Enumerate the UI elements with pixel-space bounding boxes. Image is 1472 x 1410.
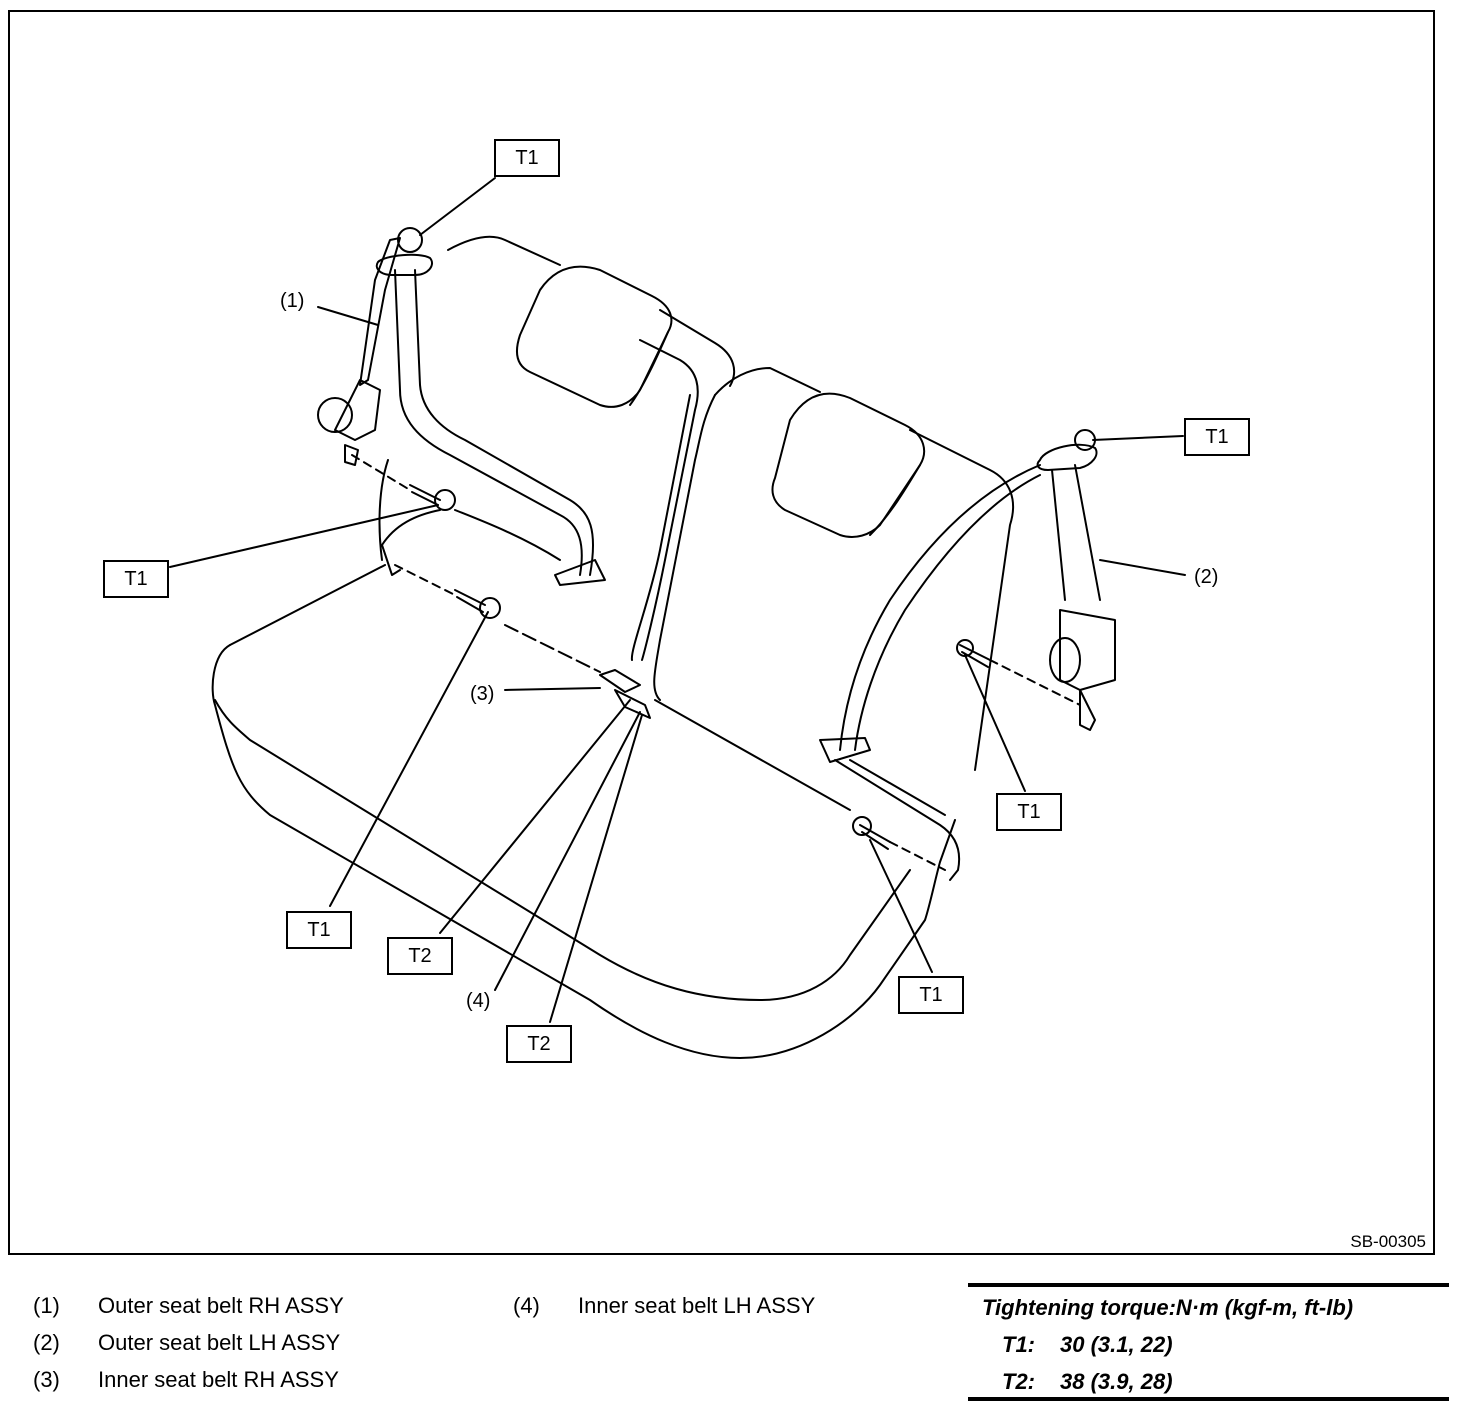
leader-t1-right-top	[1092, 435, 1184, 441]
right-headrest	[771, 392, 926, 538]
legend-text: Outer seat belt LH ASSY	[98, 1330, 341, 1355]
cushion-center-seam	[454, 509, 561, 561]
leader-t1-left	[169, 504, 439, 568]
leader-c4	[494, 711, 641, 991]
belt-lh-retractor-strap	[1051, 464, 1101, 601]
bolt-3	[959, 644, 991, 668]
legend-text: Outer seat belt RH ASSY	[98, 1293, 344, 1318]
torque-label-t1: T1	[898, 976, 964, 1014]
leader-c2	[1099, 559, 1186, 576]
cushion-top-center	[654, 699, 851, 811]
diagram-frame	[8, 10, 1435, 1255]
figure-id: SB-00305	[1350, 1232, 1426, 1251]
torque-label-t2: T2	[387, 937, 453, 975]
torque-label-t1: T1	[286, 911, 352, 949]
callout-3: (3)	[470, 683, 495, 705]
legend-item: (3) Inner seat belt RH ASSY	[33, 1367, 339, 1393]
belt-rh-guide	[375, 253, 434, 276]
seat-cushion-edge	[214, 699, 911, 1001]
retractor-lh	[1059, 609, 1116, 691]
torque-label-t1: T1	[996, 793, 1062, 831]
dash-line-rh-1	[351, 454, 411, 491]
belt-lh-webbing	[839, 464, 1041, 751]
belt-lh-guide	[1036, 443, 1098, 471]
dash-line-mid	[394, 564, 456, 596]
callout-2: (2)	[1194, 566, 1219, 588]
torque-row: T2: 38 (3.9, 28)	[1002, 1369, 1173, 1395]
belt-lh-lower	[819, 737, 871, 763]
torque-value: 30 (3.1, 22)	[1060, 1332, 1173, 1357]
left-headrest	[516, 265, 673, 408]
leader-c3	[504, 687, 601, 691]
bolt-1-head	[434, 489, 456, 511]
center-divider-inner	[630, 394, 691, 661]
left-seatback	[447, 235, 736, 387]
bracket-mid	[381, 509, 441, 576]
legend-number: (3)	[33, 1367, 60, 1392]
bolt-4	[859, 824, 891, 850]
retractor-rh	[334, 379, 381, 441]
leader-t1-right-mid	[964, 654, 1026, 792]
belt-lh-end	[834, 759, 960, 881]
callout-1: (1)	[280, 290, 305, 312]
leader-t1-top	[419, 177, 496, 236]
left-seatback-side	[378, 459, 389, 561]
legend-number: (4)	[513, 1293, 540, 1318]
torque-value: 38 (3.9, 28)	[1060, 1369, 1173, 1394]
legend-item: (1) Outer seat belt RH ASSY	[33, 1293, 344, 1319]
legend-number: (1)	[33, 1293, 60, 1318]
right-seatback	[714, 367, 1015, 771]
buckle-rh	[599, 669, 641, 693]
torque-label-t2: T2	[506, 1025, 572, 1063]
leader-t2-lower	[549, 714, 643, 1023]
bolt-2-head	[479, 597, 501, 619]
anchor-rh-upper	[397, 227, 423, 253]
legend-text: Inner seat belt RH ASSY	[98, 1367, 339, 1392]
retractor-lh-drum	[1049, 637, 1081, 683]
buckle-lh	[614, 689, 651, 719]
leader-t2-upper	[439, 699, 631, 934]
belt-rh-webbing	[394, 269, 594, 576]
torque-code: T1:	[1002, 1332, 1035, 1357]
legend-item: (2) Outer seat belt LH ASSY	[33, 1330, 340, 1356]
dash-line-bolt4	[889, 841, 946, 871]
torque-label-t1: T1	[103, 560, 169, 598]
torque-label-t1: T1	[494, 139, 560, 177]
callout-4: (4)	[466, 990, 491, 1012]
torque-code: T2:	[1002, 1369, 1035, 1394]
retractor-lh-bracket	[1079, 689, 1096, 731]
retractor-rh-bracket	[359, 237, 401, 386]
belt-rh-lower-anchor	[554, 559, 606, 586]
torque-title: Tightening torque:N·m (kgf-m, ft-lb)	[982, 1295, 1354, 1320]
right-headrest-side	[869, 464, 921, 536]
torque-label-t1: T1	[1184, 418, 1250, 456]
torque-row: T1: 30 (3.1, 22)	[1002, 1332, 1173, 1358]
bolt-2	[454, 589, 486, 613]
retractor-rh-drum	[317, 397, 353, 433]
leader-c1	[317, 306, 379, 326]
cushion-top-left	[229, 564, 386, 646]
right-seatback-left-edge	[653, 394, 716, 701]
dash-line-lh	[989, 659, 1081, 706]
torque-table: Tightening torque:N·m (kgf-m, ft-lb) T1:…	[968, 1283, 1449, 1401]
dash-line-buckle	[504, 624, 601, 673]
seat-cushion	[211, 644, 956, 1059]
legend-text: Inner seat belt LH ASSY	[578, 1293, 816, 1318]
leader-t1-bottom-left	[329, 611, 489, 907]
left-headrest-side	[629, 331, 669, 406]
belt-rh-anchor-plate	[344, 444, 359, 466]
legend-item: (4) Inner seat belt LH ASSY	[513, 1293, 815, 1319]
legend-number: (2)	[33, 1330, 60, 1355]
bolt-4-head	[852, 816, 872, 836]
center-divider	[639, 339, 699, 661]
leader-t1-bottom-right	[869, 839, 933, 973]
